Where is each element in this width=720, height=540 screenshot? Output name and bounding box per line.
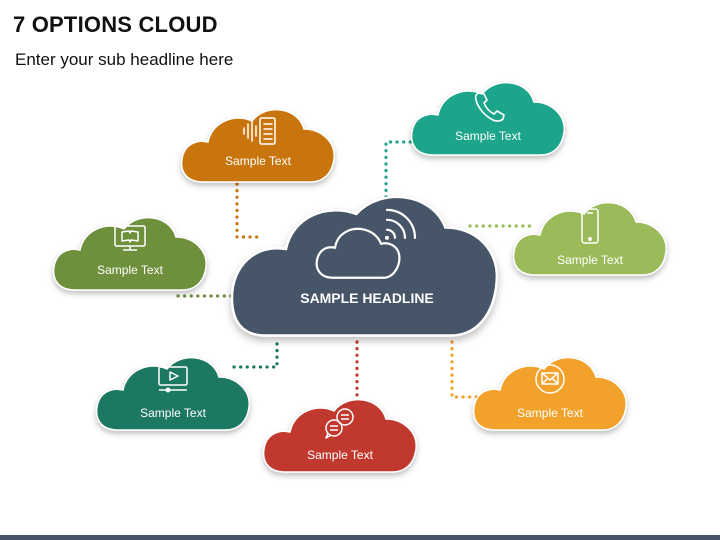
option-cloud-smartphone: Sample Text — [512, 201, 667, 276]
chat-bubbles-icon — [325, 408, 354, 439]
connector-audio — [235, 182, 264, 239]
page-subtitle: Enter your sub headline here — [15, 50, 234, 69]
option-label: Sample Text — [225, 154, 291, 168]
option-cloud-video: Sample Text — [95, 356, 250, 431]
bottom-accent-bar — [0, 535, 720, 540]
cloud-wifi-icon — [315, 208, 417, 279]
center-label: SAMPLE HEADLINE — [300, 290, 434, 306]
option-cloud-shape — [472, 356, 627, 431]
option-label: Sample Text — [97, 263, 163, 277]
envelope-icon — [535, 364, 565, 394]
option-label: Sample Text — [557, 253, 623, 267]
option-cloud-chat: Sample Text — [262, 398, 417, 473]
center-cloud-shape — [230, 195, 498, 337]
video-player-icon — [158, 366, 188, 393]
option-cloud-monitor: Sample Text — [52, 216, 207, 291]
option-cloud-shape — [180, 108, 335, 183]
page-title: 7 OPTIONS CLOUD — [13, 12, 218, 37]
option-label: Sample Text — [140, 406, 206, 420]
option-cloud-phone: Sample Text — [410, 81, 565, 156]
monitor-book-icon — [114, 225, 146, 251]
phone-icon — [474, 91, 505, 122]
audio-document-icon — [243, 117, 276, 145]
center-cloud: SAMPLE HEADLINE — [230, 195, 498, 337]
option-cloud-shape — [52, 216, 207, 291]
smartphone-icon — [581, 208, 599, 244]
option-cloud-envelope: Sample Text — [472, 356, 627, 431]
option-label: Sample Text — [517, 406, 583, 420]
connector-video — [232, 340, 279, 369]
option-cloud-audio: Sample Text — [180, 108, 335, 183]
option-cloud-shape — [262, 398, 417, 473]
connector-envelope — [450, 340, 480, 399]
option-label: Sample Text — [455, 129, 521, 143]
option-cloud-shape — [410, 81, 565, 156]
option-cloud-shape — [95, 356, 250, 431]
option-label: Sample Text — [307, 448, 373, 462]
